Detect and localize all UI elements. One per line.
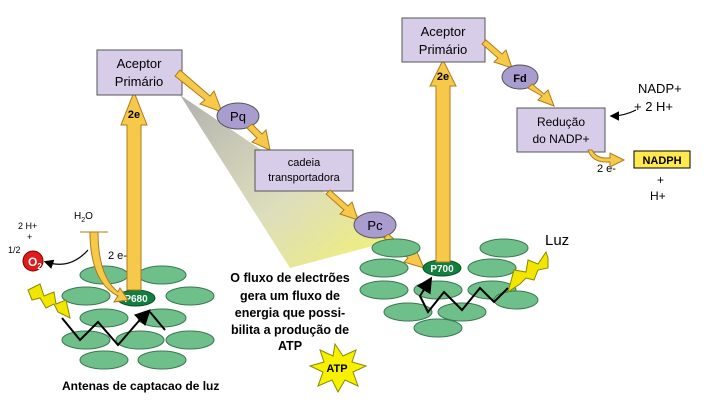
oxygen-icon — [22, 250, 44, 272]
nadp-plus-label: NADP+ — [638, 81, 682, 96]
excitation-path-ps2 — [61, 309, 151, 347]
small-plus-label: + — [27, 232, 32, 242]
pc-carrier — [353, 211, 397, 239]
flux-text-line3: energia que possi- — [235, 306, 345, 320]
nadp-reduction-line2: do NADP+ — [532, 132, 589, 146]
antennas-caption: Antenas de captacao de luz — [62, 379, 219, 393]
transport-chain-box — [254, 149, 354, 192]
atp-star-icon — [308, 342, 368, 394]
lightning-icon-ps1 — [507, 250, 549, 294]
half-label: 1/2 — [8, 245, 21, 255]
electron-arrow-ps1 — [429, 58, 457, 263]
excitation-path-ps1 — [416, 276, 509, 314]
arrow-pq-to-chain — [246, 123, 271, 151]
electron-arrow-ps2 — [120, 90, 148, 291]
oxygen-label: O2 — [28, 255, 42, 271]
transport-chain-line2: transportadora — [268, 172, 340, 184]
lightning-icon-ps2 — [27, 283, 71, 319]
arrow-chain-to-pc — [325, 189, 359, 221]
electron-arrow-ps1-label: 2e — [437, 71, 449, 83]
pq-carrier — [216, 102, 260, 130]
flux-text-line1: O fluxo de electrões — [230, 271, 350, 285]
nadp-reduction-box — [516, 107, 606, 153]
two-h-label: 2 H+ — [18, 221, 37, 231]
atp-label: ATP — [326, 363, 347, 375]
arrow-to-nadph — [587, 149, 626, 168]
water-arrow — [80, 231, 129, 303]
p680-label: P680 — [124, 294, 148, 305]
nadp-reduction-line1: Redução — [537, 115, 585, 129]
nadph-h-plus: H+ — [650, 189, 666, 203]
transport-chain-line1: cadeia — [288, 157, 321, 169]
oxygen-release-arrow — [43, 249, 89, 269]
nadph-product-box — [633, 150, 691, 169]
nadph-label: NADPH — [642, 155, 681, 167]
p700-label: P700 — [430, 264, 454, 275]
primary-acceptor-1-line1: Aceptor — [117, 56, 162, 71]
light-label: Luz — [545, 232, 569, 249]
flux-text-line4: bilita a produção de — [231, 323, 349, 337]
excitation-path-ps2-b — [149, 311, 166, 331]
antenna-cluster-ps2 — [61, 265, 215, 370]
fd-carrier — [501, 64, 539, 90]
svg-text:H2O: H2O — [74, 211, 93, 224]
arrow-acceptor-to-pq — [174, 69, 223, 113]
nadp-input-arrow — [609, 109, 637, 121]
pc-label: Pc — [367, 218, 383, 233]
electron-arrow-ps2-label: 2e — [128, 109, 140, 121]
pq-label: Pq — [230, 109, 246, 124]
primary-acceptor-2-line1: Aceptor — [421, 24, 466, 39]
two-h-plus-label: + 2 H+ — [634, 99, 673, 114]
primary-acceptor-box-2 — [401, 17, 486, 63]
flux-text-line5: ATP — [278, 339, 302, 353]
water-label: H2O — [74, 211, 93, 224]
fd-label: Fd — [513, 73, 526, 85]
two-e-ps2-label: 2 e- — [108, 250, 127, 262]
antenna-cluster-ps1 — [359, 238, 539, 338]
primary-acceptor-1-line2: Primário — [115, 74, 163, 89]
arrow-acceptor-to-fd — [481, 39, 513, 69]
flux-text-line2: gera um fluxo de — [240, 289, 340, 303]
nadph-plus-sign: + — [657, 173, 664, 187]
primary-acceptor-2-line2: Primário — [419, 42, 467, 57]
arrow-fd-to-reduction — [527, 83, 555, 107]
